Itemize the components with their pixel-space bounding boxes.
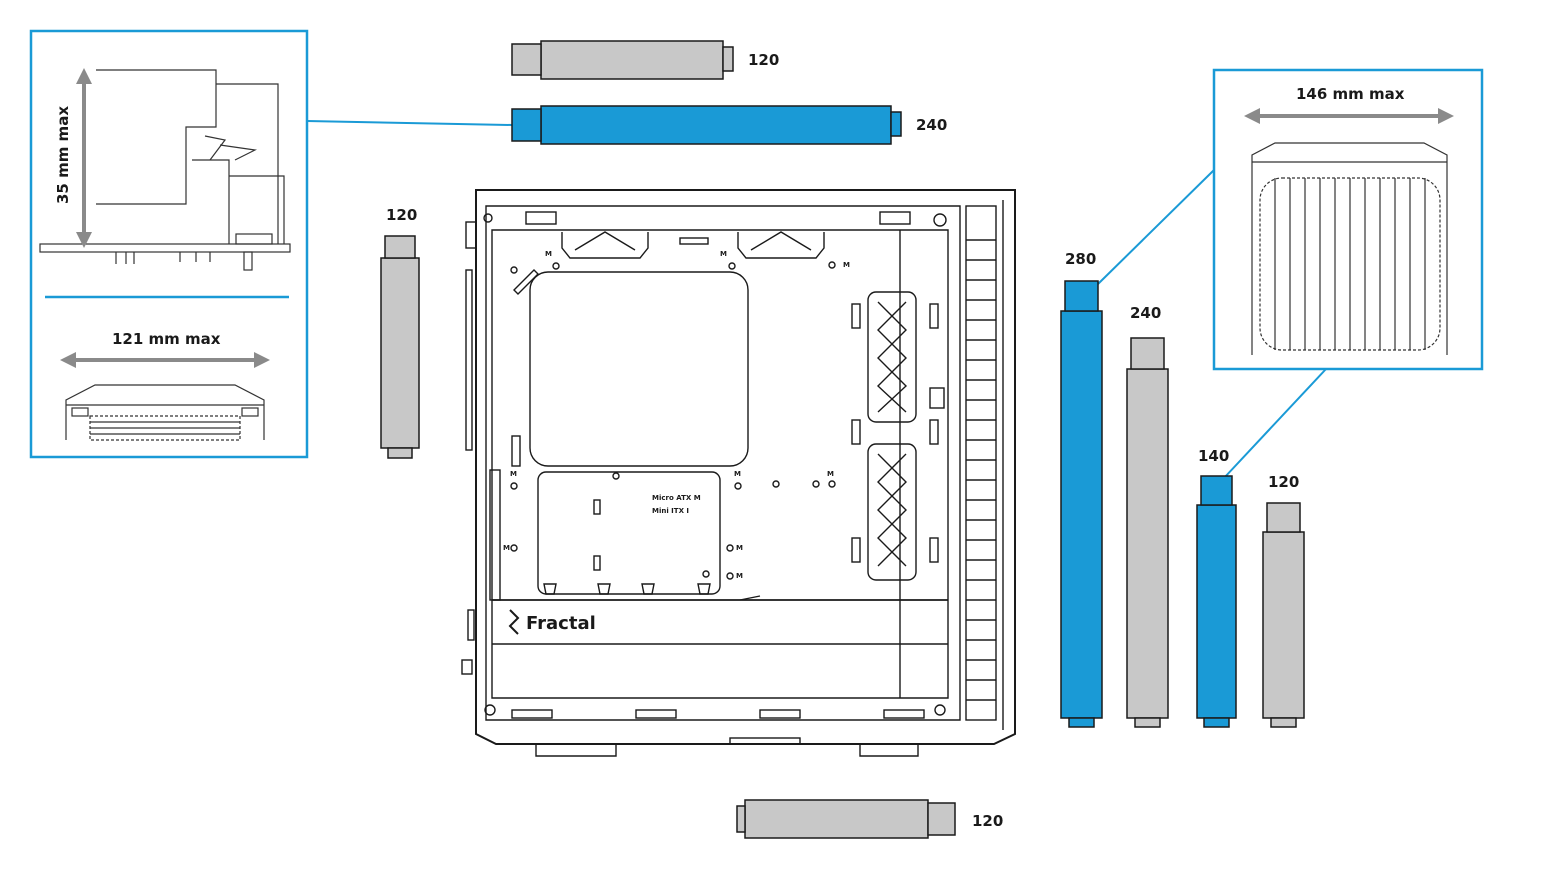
standoff-mark: M — [734, 470, 741, 478]
label-right-240: 240 — [1130, 304, 1162, 322]
callout-left — [29, 29, 513, 459]
callout-left-profile-drawing — [39, 69, 291, 271]
label-right-140: 140 — [1198, 447, 1230, 465]
radiator-right-120 — [1262, 502, 1305, 728]
callout-left-width-dim: 121 mm max — [112, 330, 221, 348]
case-brand-logo-text: Fractal — [526, 613, 596, 634]
standoff-mark: M — [843, 261, 850, 269]
radiator-top-240 — [511, 105, 902, 145]
standoff-mark: M — [736, 544, 743, 552]
callout-right-radiator — [1251, 142, 1448, 355]
radiator-right-280 — [1060, 280, 1103, 728]
standoff-mark: M — [720, 250, 727, 258]
radiator-front-120 — [380, 235, 420, 459]
standoff-mark: M — [736, 572, 743, 580]
label-right-120: 120 — [1268, 473, 1300, 491]
label-right-280: 280 — [1065, 250, 1097, 268]
pc-case — [461, 189, 1016, 757]
front-panel-grille — [966, 239, 996, 701]
callout-right-width-dim: 146 mm max — [1296, 85, 1405, 103]
radiator-right-240 — [1126, 337, 1169, 728]
radiator-right-140 — [1196, 475, 1237, 728]
radiator-bottom-120 — [736, 799, 956, 839]
tray-label-mini-itx: Mini ITX I — [652, 507, 690, 515]
label-top-240: 240 — [916, 116, 948, 134]
callout-left-height-dim: 35 mm max — [54, 106, 72, 205]
standoff-mark: M — [827, 470, 834, 478]
tray-label-micro-atx: Micro ATX M — [652, 494, 701, 502]
label-bottom-120: 120 — [972, 812, 1004, 830]
callout-right — [1097, 68, 1484, 479]
radiator-top-120 — [511, 40, 734, 80]
standoff-mark: M — [545, 250, 552, 258]
label-front-120: 120 — [386, 206, 418, 224]
standoff-mark: M — [503, 544, 510, 552]
standoff-mark: M — [510, 470, 517, 478]
fractal-logo-icon — [508, 609, 520, 635]
label-top-120: 120 — [748, 51, 780, 69]
callout-left-radiator — [65, 384, 265, 441]
